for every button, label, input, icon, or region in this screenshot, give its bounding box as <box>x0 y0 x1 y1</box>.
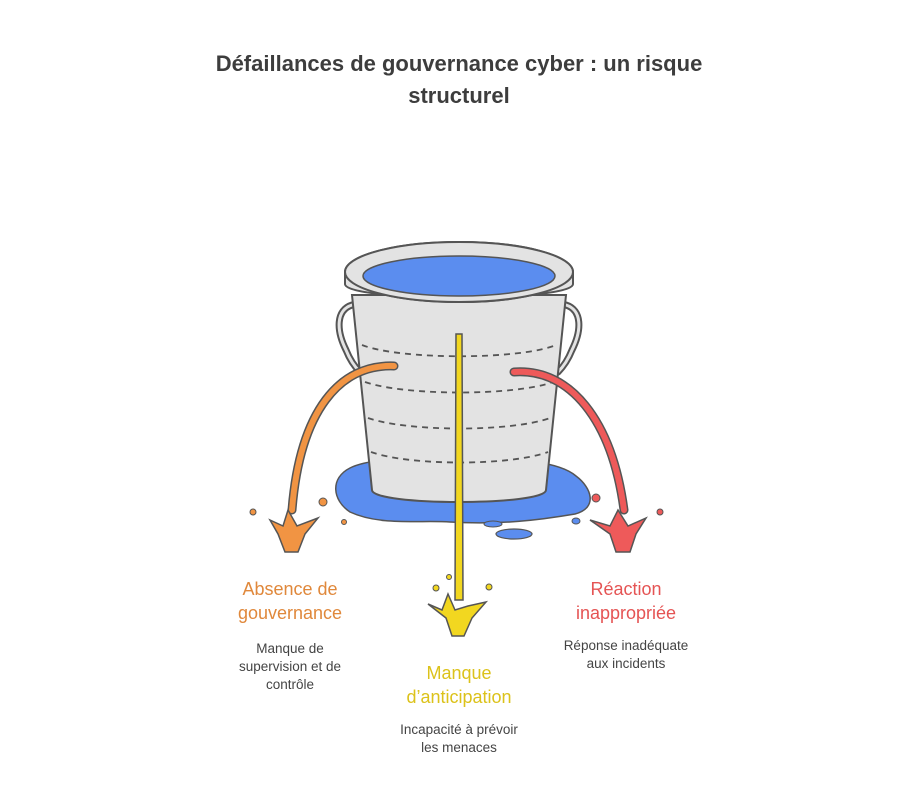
title-line-1: Défaillances de gouvernance cyber : un r… <box>215 51 703 76</box>
desc-line: Manque de <box>256 641 324 656</box>
desc-line: les menaces <box>421 740 497 755</box>
leak-stream-orange <box>249 361 399 553</box>
label-line: d’anticipation <box>406 687 512 707</box>
leak-desc-manque-anticipation: Incapacité à prévoir les menaces <box>359 721 559 757</box>
label-line: Réaction <box>590 579 662 599</box>
desc-line: aux incidents <box>586 656 666 671</box>
leak-desc-reaction-inappropriee: Réponse inadéquate aux incidents <box>526 637 726 673</box>
leak-label-absence-gouvernance: Absence de gouvernance <box>200 577 380 625</box>
bucket-rim <box>344 241 574 303</box>
label-line: gouvernance <box>237 603 343 623</box>
leak-label-manque-anticipation: Manque d’anticipation <box>369 661 549 709</box>
leak-label-reaction-inappropriee: Réaction inappropriée <box>536 577 716 625</box>
desc-line: Réponse inadéquate <box>563 638 689 653</box>
desc-line: supervision et de <box>238 659 342 674</box>
desc-line: contrôle <box>265 677 315 692</box>
diagram-title: Défaillances de gouvernance cyber : un r… <box>0 48 918 112</box>
title-line-2: structurel <box>408 83 510 108</box>
leak-stream-red <box>509 367 664 553</box>
desc-line: Incapacité à prévoir <box>400 722 518 737</box>
label-line: Manque <box>426 663 492 683</box>
leak-desc-absence-gouvernance: Manque de supervision et de contrôle <box>200 640 380 694</box>
leak-stream-yellow <box>427 333 493 637</box>
label-line: inappropriée <box>575 603 677 623</box>
label-line: Absence de <box>242 579 338 599</box>
